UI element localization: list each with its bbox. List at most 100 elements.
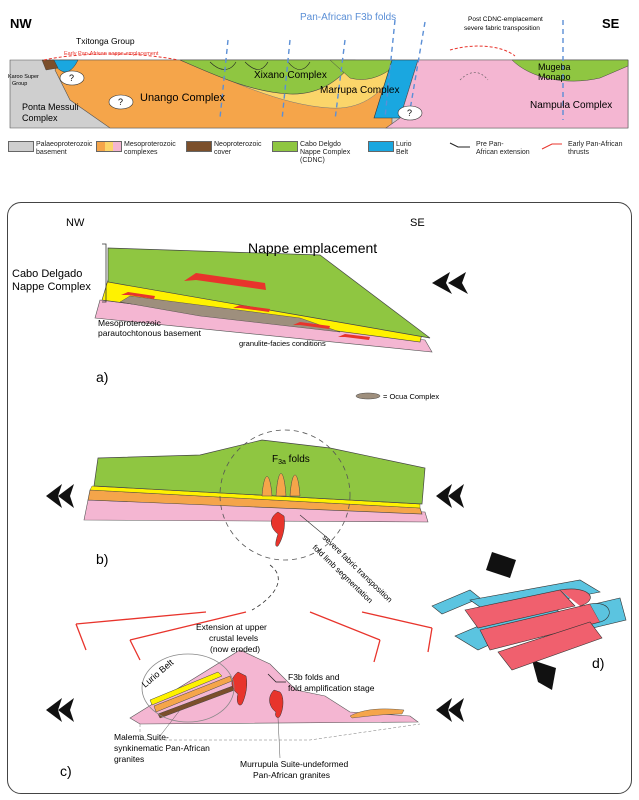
dashed-basement-outline xyxy=(139,723,421,741)
compression-arrow-icon xyxy=(448,698,464,722)
eroded-yellow xyxy=(349,708,405,719)
cdnc-green-b xyxy=(93,439,426,505)
evolution-panel xyxy=(7,202,632,794)
legend-text: Pre Pan-African extension xyxy=(476,141,530,156)
extension-symbol-icon xyxy=(449,142,470,148)
panel-nw-label: NW xyxy=(66,217,85,229)
extension-red-arrows xyxy=(75,611,433,663)
malema-label-1: Malema Suite- xyxy=(114,732,169,742)
fold-trace xyxy=(244,61,269,70)
question-mark: ? xyxy=(69,73,74,83)
malema-label-2: synkinematic Pan-African xyxy=(114,743,210,753)
thrust-arrows-small xyxy=(121,292,370,340)
question-mark: ? xyxy=(118,97,123,107)
granite-intrusion xyxy=(271,511,285,547)
compression-arrow-icon xyxy=(436,484,452,508)
xixano-green-body xyxy=(179,59,356,95)
meso-label-2: parautochtonous basement xyxy=(98,328,202,338)
unango-label: Unango Complex xyxy=(140,92,225,104)
cdnc-brace xyxy=(102,243,107,303)
question-mark: ? xyxy=(407,108,412,118)
mugeba-green xyxy=(511,59,629,82)
lurio-focus-ellipse xyxy=(141,653,235,723)
step-c-label: c) xyxy=(60,763,72,779)
evolution-arrow xyxy=(251,564,279,611)
f3b-label-1: F3b folds and xyxy=(288,672,340,682)
legend-swatch xyxy=(8,141,34,152)
cdnc-label-1: Cabo Delgado xyxy=(12,268,82,280)
legend-swatch xyxy=(96,141,122,152)
nampula-label: Nampula Complex xyxy=(530,100,612,111)
extension-label-1: Extension at upper xyxy=(196,622,267,632)
murrupula-label-1: Murrupula Suite-undeformed xyxy=(240,759,348,769)
granulite-label: granulite-facies conditions xyxy=(239,339,326,348)
f3b-fold-symbol xyxy=(267,673,286,683)
karoo-label-1: Karoo Super xyxy=(8,74,39,80)
fold-trace xyxy=(287,61,311,70)
post-cdnc-label-2: severe fabric transposition xyxy=(464,25,540,32)
section-se-label: SE xyxy=(602,16,620,31)
fold-trace xyxy=(459,72,489,81)
compression-arrow-icon xyxy=(448,484,464,508)
question-bubble xyxy=(59,70,85,86)
murrupula-granite xyxy=(269,689,284,718)
f3a-label: F3a folds xyxy=(272,454,310,466)
post-cdnc-label-1: Post CDNC-emplacement xyxy=(468,16,543,23)
compression-arrow-icon xyxy=(436,698,452,722)
transposition-leader xyxy=(299,514,331,541)
compression-arrow-icon xyxy=(46,484,62,508)
meso-label-1: Mesoproterozoic xyxy=(98,318,162,328)
post-cdnc-arrow xyxy=(449,45,516,57)
grey-slivers-a xyxy=(119,295,341,333)
f3a-fold-set xyxy=(261,473,301,497)
fold-focus-circle xyxy=(219,429,351,561)
cdnc-label-2: Nappe Complex xyxy=(12,281,91,293)
malema-label-3: granites xyxy=(114,754,144,764)
fold-block-3d xyxy=(431,579,627,671)
malema-leader xyxy=(159,709,181,737)
compression-arrow-icon xyxy=(448,272,468,294)
murrupula-label-2: Pan-African granites xyxy=(253,770,330,780)
txitonga-label: Txitonga Group xyxy=(76,36,135,46)
step-d-label: d) xyxy=(592,655,604,671)
marrupa-label: Marrupa Complex xyxy=(320,85,399,96)
ocua-swatch xyxy=(355,392,381,400)
karoo-wedge xyxy=(41,59,59,71)
basement-c xyxy=(129,649,419,725)
f3b-axes xyxy=(219,19,564,121)
ocua-label: = Ocua Complex xyxy=(383,392,439,401)
section-nw-label: NW xyxy=(10,16,32,31)
compression-arrow-icon xyxy=(58,698,74,722)
compression-arrow-icon xyxy=(58,484,74,508)
xixano-label: Xixano Complex xyxy=(254,70,327,81)
karoo-label-2: Group xyxy=(12,81,27,87)
ponta-label-1: Ponta Messuli xyxy=(22,102,79,112)
malema-granite xyxy=(231,671,248,706)
cdnc-green-a xyxy=(107,247,431,339)
compression-arrow-icon xyxy=(46,698,62,722)
lurio-layers xyxy=(149,671,241,719)
mugeba-label-2: Monapo xyxy=(538,72,571,82)
extension-label-3: (now eroded) xyxy=(210,644,260,654)
step-a-label: a) xyxy=(96,369,108,385)
legend-swatch xyxy=(272,141,298,152)
f3b-label-2: fold amplification stage xyxy=(288,683,375,693)
thrust-arrow-big xyxy=(184,273,266,290)
compression-arrow-icon xyxy=(486,552,516,578)
legend-item: Pre Pan-African extension xyxy=(448,141,530,156)
early-nappe-label: Early Pan-African nappe-emplacement xyxy=(64,51,159,57)
pan-african-folds-label: Pan-African F3b folds xyxy=(300,12,396,23)
mugeba-label-1: Mugeba xyxy=(538,62,571,72)
ponta-label-2: Complex xyxy=(22,113,58,123)
nappe-emplacement-title: Nappe emplacement xyxy=(248,240,377,256)
question-bubble xyxy=(108,94,134,110)
compression-arrow-icon xyxy=(532,660,556,690)
